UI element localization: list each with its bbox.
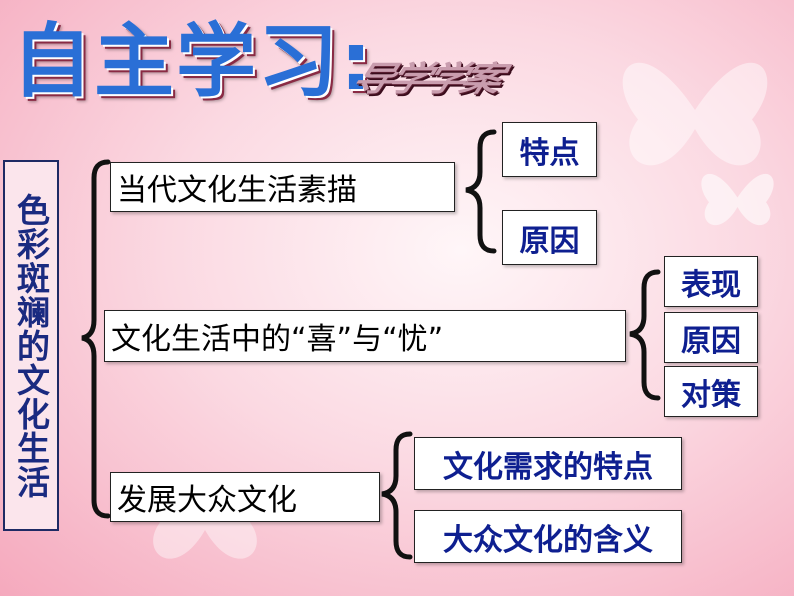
- item-causes: 原因: [664, 312, 758, 363]
- item-manifestations: 表现: [664, 256, 758, 307]
- brace-branch-1: [465, 129, 497, 254]
- item-mass-culture-meaning: 大众文化的含义: [414, 510, 682, 563]
- butterfly-decoration-icon: [622, 62, 768, 166]
- branch-node-mass-culture: 发展大众文化: [110, 472, 380, 522]
- item-countermeasures: 对策: [664, 366, 758, 417]
- vertical-topic-box: 色彩斑斓的文化生活: [3, 160, 59, 531]
- butterfly-decoration-icon: [701, 173, 774, 226]
- vertical-topic-label: 色彩斑斓的文化生活: [11, 192, 51, 499]
- branch-node-joy-and-worry: 文化生活中的“喜”与“忧”: [104, 310, 626, 362]
- branch-node-contemporary-life: 当代文化生活素描: [110, 162, 455, 212]
- main-brace: [81, 159, 111, 519]
- item-reasons: 原因: [502, 210, 597, 265]
- brace-branch-2: [629, 269, 661, 401]
- item-demand-features: 文化需求的特点: [414, 437, 682, 490]
- page-title: 自主学习:: [12, 15, 374, 108]
- item-features: 特点: [502, 122, 597, 177]
- brace-branch-3: [381, 431, 413, 560]
